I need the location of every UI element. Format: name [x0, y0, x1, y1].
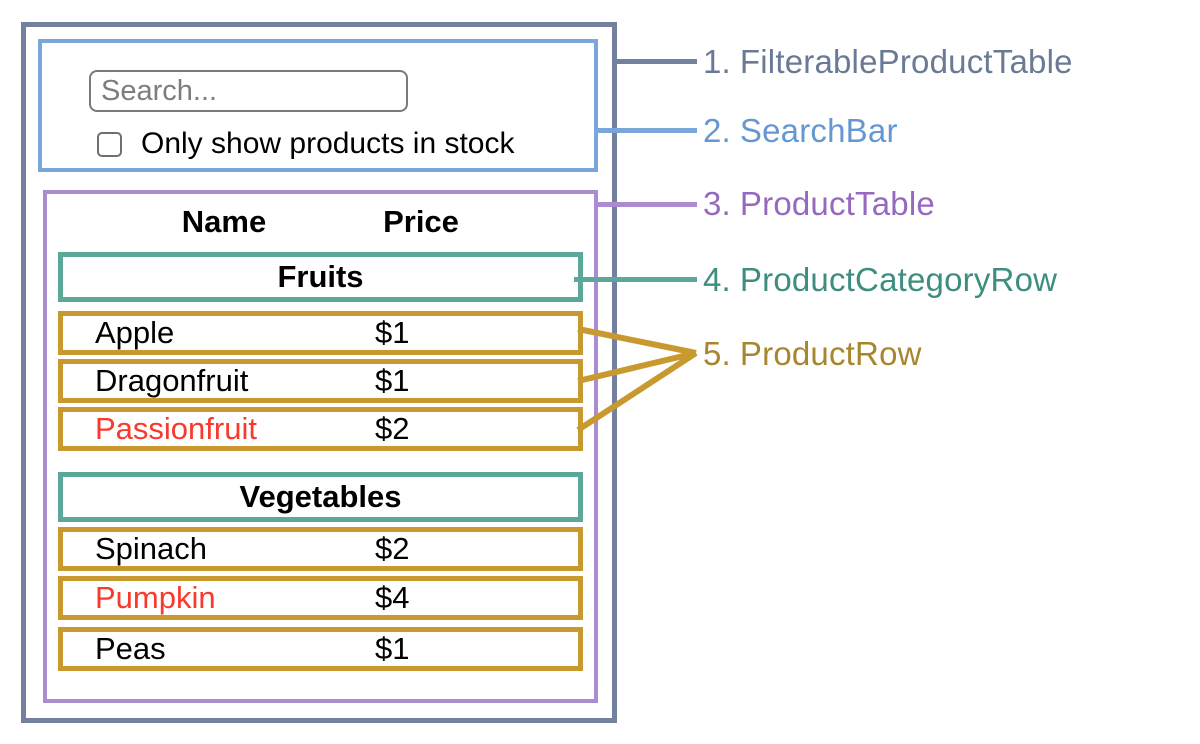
product-row: Pumpkin $4 — [58, 576, 583, 620]
product-row: Apple $1 — [58, 311, 583, 355]
category-label: Vegetables — [239, 479, 402, 514]
product-name: Passionfruit — [95, 411, 257, 446]
legend-number: 3. — [703, 185, 731, 222]
product-price: $2 — [375, 531, 410, 566]
product-price: $2 — [375, 411, 410, 446]
legend-label: SearchBar — [739, 112, 898, 149]
connector-line-search-bar — [594, 128, 697, 133]
product-row: Peas $1 — [58, 627, 583, 671]
column-header-price: Price — [383, 204, 459, 239]
product-price: $1 — [375, 315, 410, 350]
in-stock-checkbox[interactable] — [97, 131, 122, 157]
legend-search-bar: 2.SearchBar — [703, 112, 898, 150]
product-row: Dragonfruit $1 — [58, 359, 583, 403]
connector-line-product-category-row — [574, 277, 697, 282]
legend-label: ProductRow — [739, 335, 922, 372]
product-price: $4 — [375, 580, 410, 615]
product-price: $1 — [375, 631, 410, 666]
legend-label: ProductTable — [739, 185, 935, 222]
category-row-fruits: Fruits — [58, 252, 583, 302]
legend-label: ProductCategoryRow — [739, 261, 1058, 298]
legend-label: FilterableProductTable — [739, 43, 1073, 80]
legend-product-table: 3.ProductTable — [703, 185, 935, 223]
column-header-name: Name — [181, 204, 267, 239]
product-name: Dragonfruit — [95, 363, 249, 398]
product-row: Spinach $2 — [58, 527, 583, 571]
product-name: Pumpkin — [95, 580, 216, 615]
category-row-vegetables: Vegetables — [58, 472, 583, 522]
legend-number: 5. — [703, 335, 731, 372]
search-input[interactable] — [89, 70, 408, 112]
product-row: Passionfruit $2 — [58, 407, 583, 451]
category-label: Fruits — [277, 259, 364, 294]
product-name: Spinach — [95, 531, 208, 566]
connector-line-product-table — [594, 202, 697, 207]
product-price: $1 — [375, 363, 410, 398]
legend-product-row: 5.ProductRow — [703, 335, 922, 373]
legend-filterable-product-table: 1.FilterableProductTable — [703, 43, 1073, 81]
connector-line-filterable-product-table — [613, 59, 697, 64]
product-name: Peas — [95, 631, 166, 666]
legend-number: 4. — [703, 261, 731, 298]
legend-product-category-row: 4.ProductCategoryRow — [703, 261, 1057, 299]
legend-number: 2. — [703, 112, 731, 149]
product-name: Apple — [95, 315, 175, 350]
legend-number: 1. — [703, 43, 731, 80]
in-stock-filter: Only show products in stock — [97, 127, 515, 160]
in-stock-checkbox-label: Only show products in stock — [141, 127, 515, 160]
